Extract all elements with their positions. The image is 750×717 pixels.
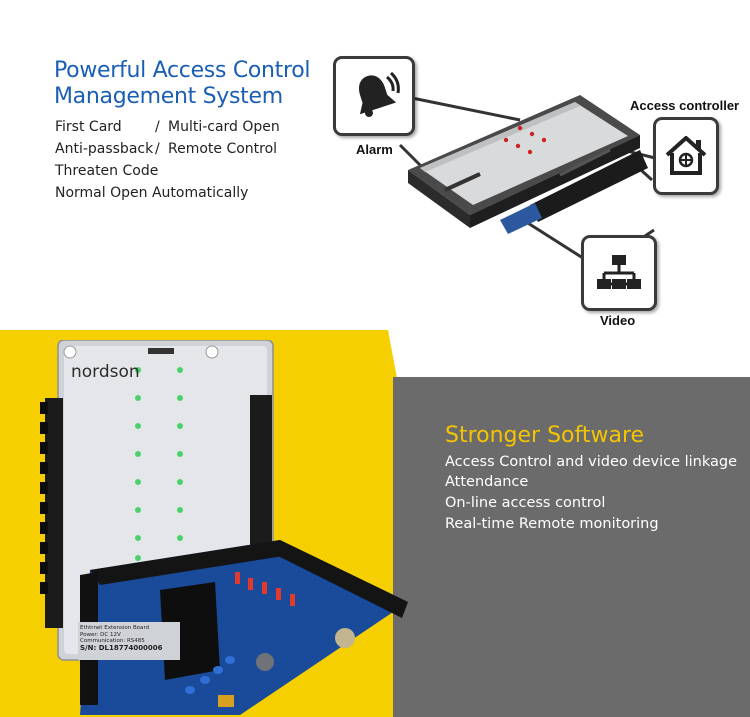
- feature-row: Normal Open Automatically: [55, 185, 248, 201]
- feature-row: First Card / Multi-card Open: [55, 119, 280, 135]
- board-serial: S/N: DL18774000006: [80, 643, 163, 652]
- software-item: On-line access control: [445, 495, 606, 511]
- controller-board-image: [408, 95, 648, 234]
- feature-row: Anti-passback / Remote Control: [55, 141, 277, 157]
- grey-panel: [393, 377, 750, 717]
- software-item: Access Control and video device linkage: [445, 454, 738, 470]
- video-box: [581, 235, 657, 311]
- house-icon: [665, 136, 707, 175]
- feature-text: Normal Open Automatically: [55, 185, 249, 201]
- feature-separator: /: [155, 141, 160, 157]
- board-product-image: [40, 340, 408, 715]
- feature-text: Multi-card Open: [168, 119, 280, 135]
- feature-row: Threaten Code: [55, 163, 158, 179]
- network-icon: [597, 255, 641, 289]
- alarm-box: [333, 56, 415, 136]
- alarm-connector: [411, 96, 521, 122]
- software-item: Real-time Remote monitoring: [445, 516, 659, 532]
- intro-title: Powerful Access Control Management Syste…: [54, 58, 334, 110]
- alarm-label: Alarm: [356, 142, 393, 157]
- feature-text: Threaten Code: [55, 163, 159, 179]
- board-plate: Ethtrnet Extension Board Power: DC 12V C…: [80, 625, 170, 651]
- feature-text: Remote Control: [168, 141, 278, 157]
- board-brand: nordson: [71, 362, 140, 382]
- intro-title-line1: Powerful Access Control: [54, 58, 311, 83]
- bell-icon: [359, 71, 400, 117]
- controller-box: [653, 117, 719, 195]
- controller-label: Access controller: [630, 98, 740, 113]
- feature-text: Anti-passback: [55, 141, 154, 157]
- plate-line: Power: DC 12V: [80, 631, 121, 638]
- feature-text: First Card: [55, 119, 122, 135]
- plate-line: Ethtrnet Extension Board: [80, 625, 150, 631]
- software-title: Stronger Software: [445, 423, 645, 448]
- video-label: Video: [600, 313, 636, 328]
- feature-separator: /: [155, 119, 160, 135]
- video-connector: [519, 216, 587, 262]
- plate-line: Communication: RS485: [80, 638, 145, 644]
- software-item: Attendance: [445, 474, 529, 490]
- intro-title-line2: Management System: [54, 84, 283, 109]
- connection-diagram: [398, 95, 656, 262]
